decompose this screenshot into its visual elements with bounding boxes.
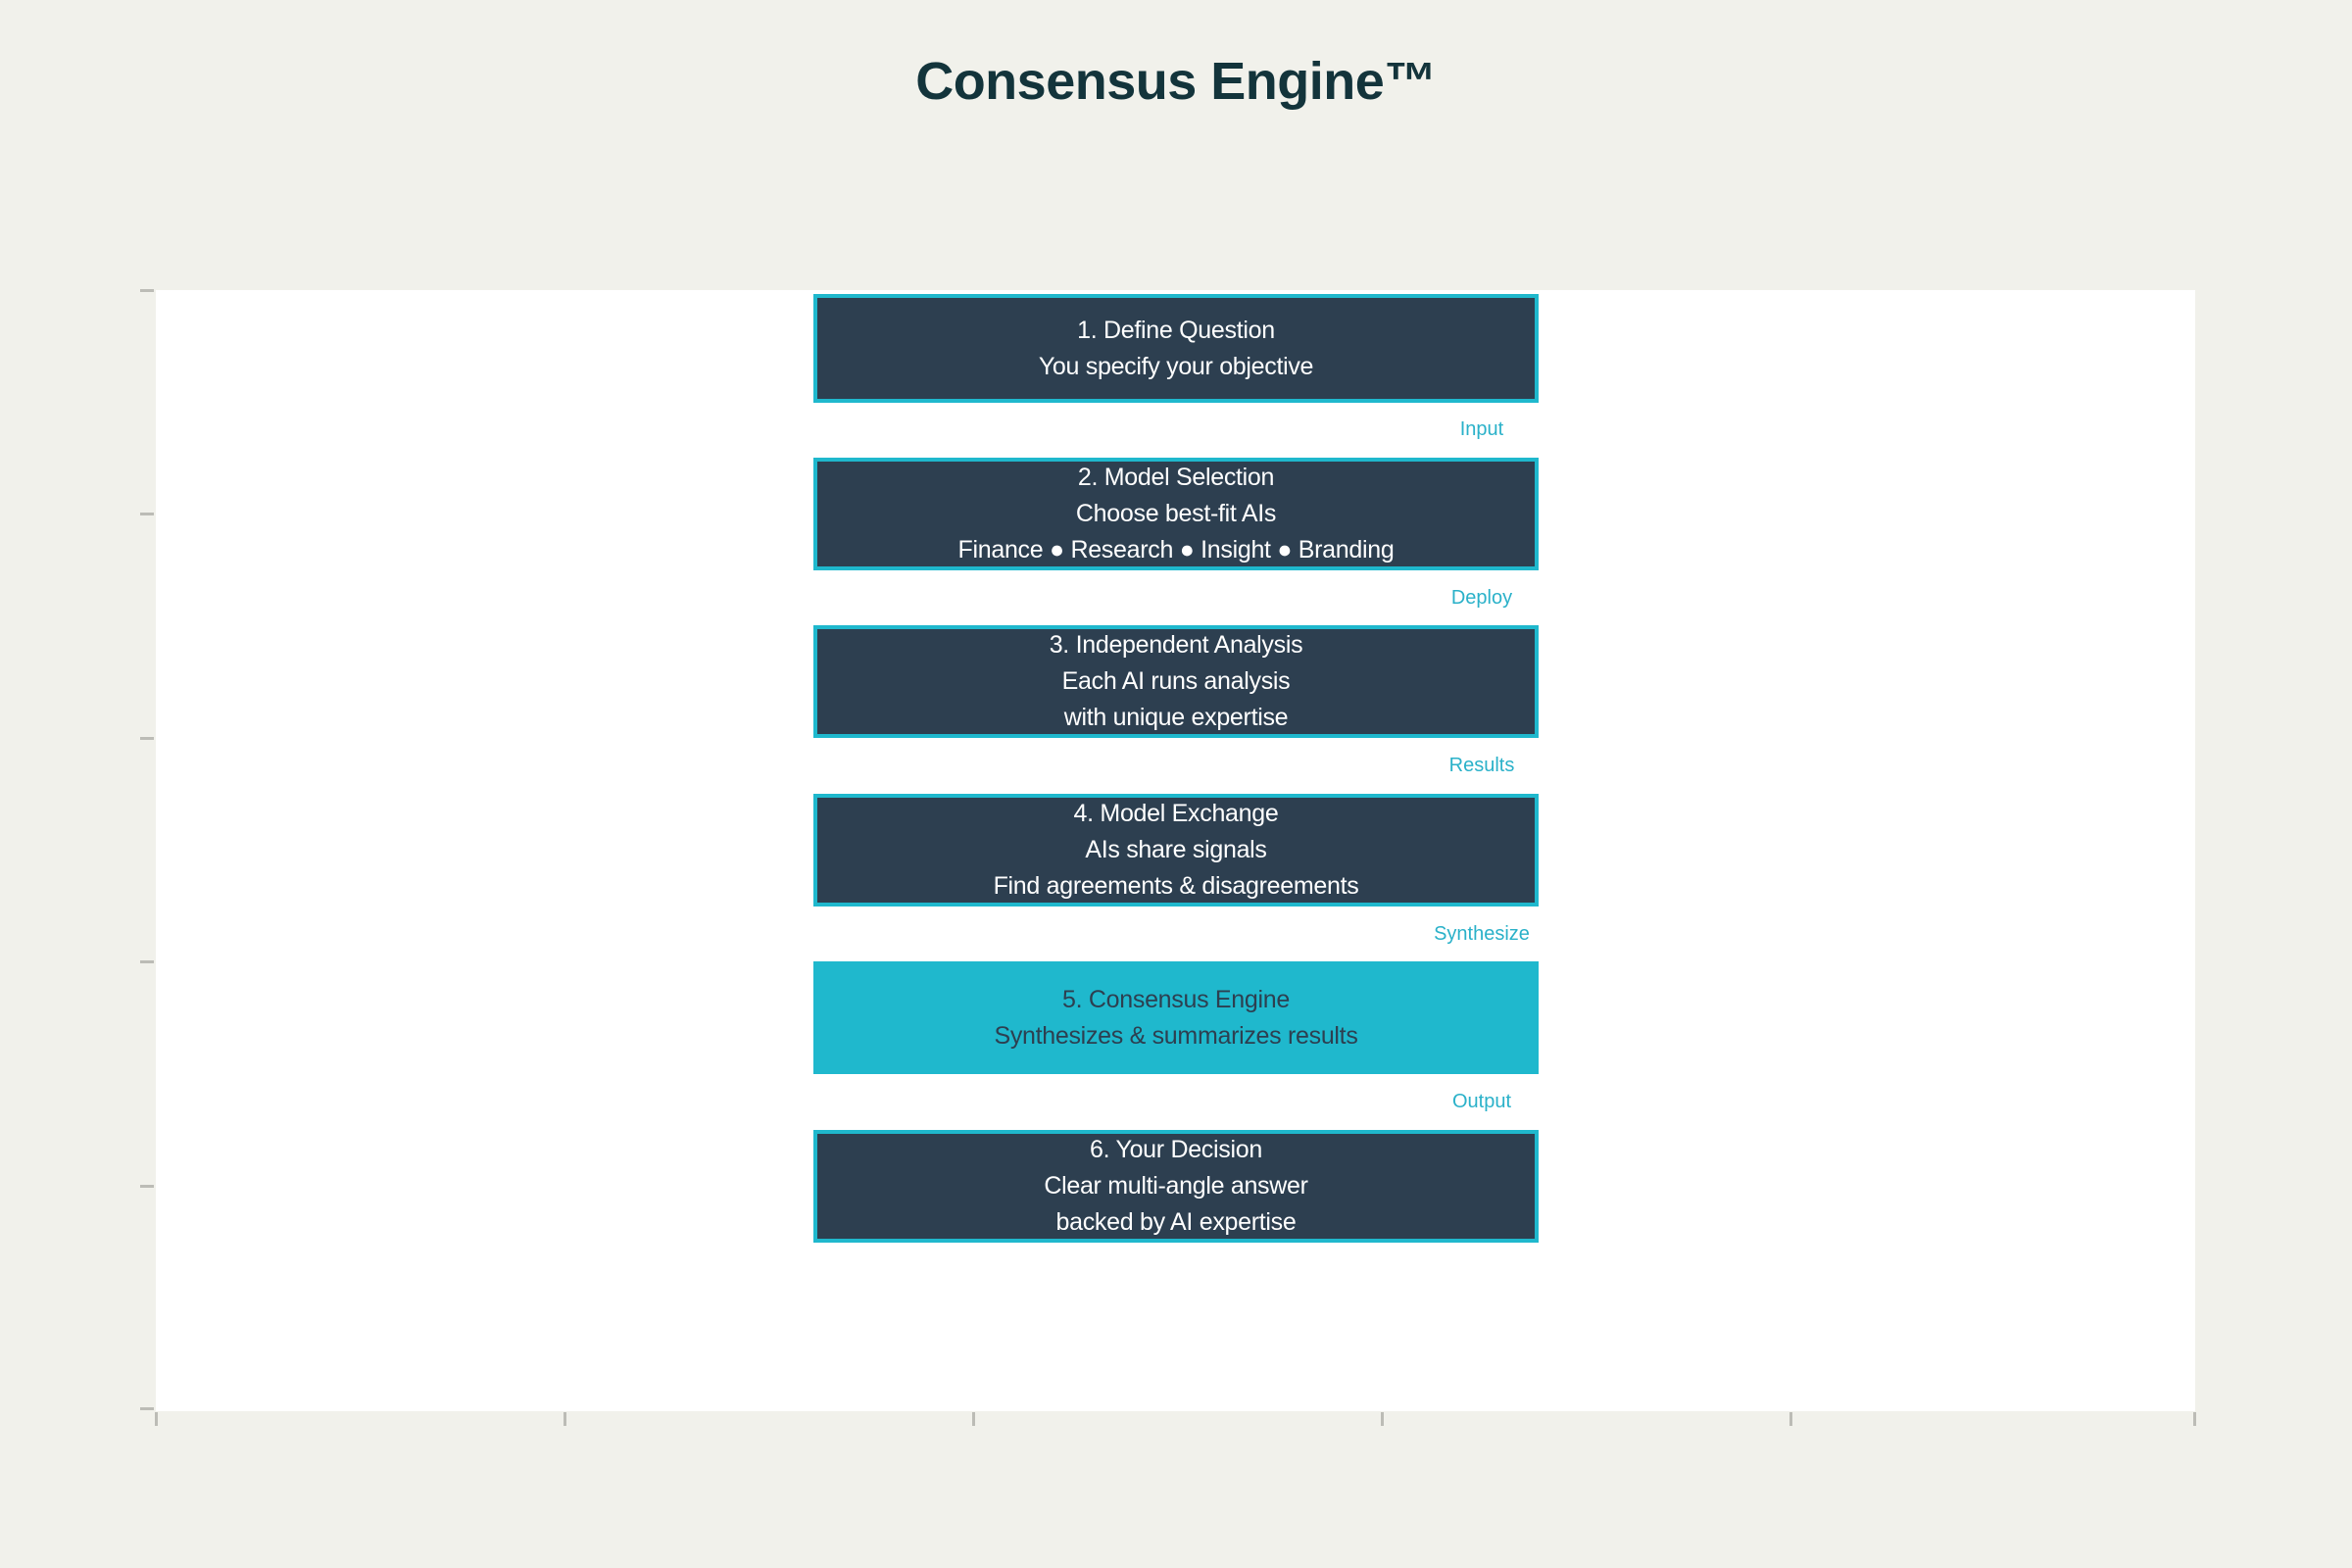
step-box-independent-analysis: 3. Independent Analysis Each AI runs ana… (813, 625, 1539, 738)
step-title: 4. Model Exchange (1073, 800, 1279, 827)
step-line: Synthesizes & summarizes results (994, 1021, 1358, 1050)
axis-tick-y-6 (140, 1407, 154, 1410)
axis-tick-y-1 (140, 289, 154, 292)
step-box-your-decision: 6. Your Decision Clear multi-angle answe… (813, 1130, 1539, 1243)
step-line: Clear multi-angle answer (1044, 1172, 1308, 1200)
page-title: Consensus Engine™ (915, 52, 1437, 111)
step-box-model-exchange: 4. Model Exchange AIs share signals Find… (813, 794, 1539, 906)
step-line: You specify your objective (1038, 352, 1314, 380)
step-box-consensus-engine: 5. Consensus Engine Synthesizes & summar… (813, 961, 1539, 1074)
connector-label-results: Results (1448, 755, 1515, 776)
axis-tick-y-2 (140, 513, 154, 515)
axis-tick-y-5 (140, 1185, 154, 1188)
step-line: Find agreements & disagreements (993, 872, 1359, 900)
axis-tick-y-4 (140, 960, 154, 963)
step-title: 1. Define Question (1077, 316, 1275, 344)
axis-tick-x-2 (564, 1412, 566, 1426)
axis-tick-y-3 (140, 737, 154, 740)
step-line: backed by AI expertise (1055, 1208, 1297, 1236)
step-title: 3. Independent Analysis (1049, 631, 1303, 659)
step-line: Choose best-fit AIs (1075, 500, 1277, 527)
connector-label-input: Input (1459, 418, 1504, 440)
connector-label-synthesize: Synthesize (1434, 923, 1530, 945)
axis-tick-x-4 (1381, 1412, 1384, 1426)
step-title: 5. Consensus Engine (1062, 985, 1290, 1013)
axis-tick-x-6 (2193, 1412, 2196, 1426)
connector-label-output: Output (1451, 1091, 1512, 1112)
step-line: AIs share signals (1085, 836, 1267, 863)
axis-tick-x-1 (155, 1412, 158, 1426)
step-line: with unique expertise (1063, 704, 1289, 731)
step-box-define-question: 1. Define Question You specify your obje… (813, 294, 1539, 403)
step-box-model-selection: 2. Model Selection Choose best-fit AIs F… (813, 458, 1539, 570)
step-title: 2. Model Selection (1077, 464, 1275, 491)
axis-tick-x-5 (1789, 1412, 1792, 1426)
axis-tick-x-3 (972, 1412, 975, 1426)
connector-label-deploy: Deploy (1450, 587, 1513, 609)
step-line: Each AI runs analysis (1061, 667, 1291, 695)
step-title: 6. Your Decision (1090, 1136, 1262, 1163)
step-line: Finance ● Research ● Insight ● Branding (957, 536, 1395, 564)
